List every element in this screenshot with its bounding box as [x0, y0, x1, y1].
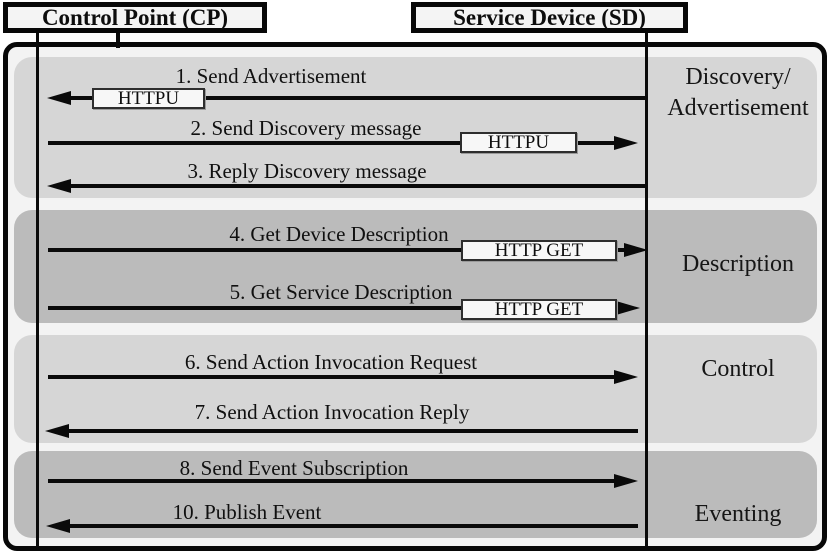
message-label-10: 10. Publish Event — [172, 500, 322, 524]
protocol-box-httpget-5: HTTP GET — [461, 299, 617, 320]
phase-strip-discovery — [14, 57, 817, 198]
message-label-5: 5. Get Service Description — [229, 280, 453, 304]
arrowhead-left-icon — [45, 424, 69, 438]
arrow-line — [48, 248, 628, 252]
phase-strip-description — [14, 210, 817, 323]
message-arrow-10 — [46, 518, 638, 534]
arrowhead-right-icon — [614, 136, 638, 150]
message-arrow-8 — [48, 473, 638, 489]
sd-header-box: Service Device (SD) — [411, 2, 688, 33]
message-arrow-7 — [45, 423, 638, 439]
arrow-line — [48, 479, 618, 483]
arrowhead-left-icon — [47, 179, 71, 193]
phase-label-description: Description — [682, 251, 794, 277]
arrow-line — [48, 306, 620, 310]
cp-header-label: Control Point (CP) — [41, 4, 229, 30]
message-label-4: 4. Get Device Description — [229, 222, 449, 246]
arrow-line — [67, 184, 646, 188]
message-arrow-1 — [47, 90, 646, 106]
cp-panel-connector-stub — [116, 31, 120, 48]
arrowhead-right-icon — [614, 474, 638, 488]
arrowhead-right-icon — [616, 301, 640, 315]
message-label-6: 6. Send Action Invocation Request — [184, 350, 478, 374]
phase-label-eventing: Eventing — [694, 501, 782, 527]
arrow-line — [65, 429, 638, 433]
sd-header-label: Service Device (SD) — [453, 4, 646, 30]
sd-lifeline — [645, 31, 648, 547]
phase-label-discovery: Discovery/ Advertisement — [647, 62, 829, 124]
protocol-box-httpu-1: HTTPU — [92, 88, 205, 109]
cp-lifeline — [36, 31, 39, 547]
arrowhead-right-icon — [624, 243, 648, 257]
message-label-8: 8. Send Event Subscription — [179, 456, 409, 480]
message-arrow-6 — [48, 369, 638, 385]
arrowhead-left-icon — [46, 519, 70, 533]
message-arrow-3 — [47, 178, 646, 194]
protocol-box-httpget-4: HTTP GET — [461, 240, 617, 261]
message-arrow-5 — [48, 300, 640, 316]
phase-label-control: Control — [701, 356, 775, 382]
message-label-1: 1. Send Advertisement — [175, 64, 367, 88]
arrow-line — [66, 524, 638, 528]
phase-strip-control — [14, 335, 817, 443]
arrowhead-left-icon — [47, 91, 71, 105]
arrow-line — [67, 96, 646, 100]
arrow-line — [48, 375, 618, 379]
arrow-line — [48, 141, 618, 145]
phase-label-discovery-line1: Discovery/ — [685, 64, 791, 90]
message-label-7: 7. Send Action Invocation Reply — [194, 400, 470, 424]
cp-header-box: Control Point (CP) — [3, 2, 267, 33]
phase-label-discovery-line2: Advertisement — [667, 95, 809, 121]
message-label-2: 2. Send Discovery message — [190, 116, 422, 140]
protocol-box-httpu-2: HTTPU — [460, 132, 577, 153]
message-label-3: 3. Reply Discovery message — [187, 159, 427, 183]
message-arrow-4 — [48, 242, 648, 258]
phase-strip-eventing — [14, 451, 817, 538]
message-arrow-2 — [48, 135, 638, 151]
arrowhead-right-icon — [614, 370, 638, 384]
